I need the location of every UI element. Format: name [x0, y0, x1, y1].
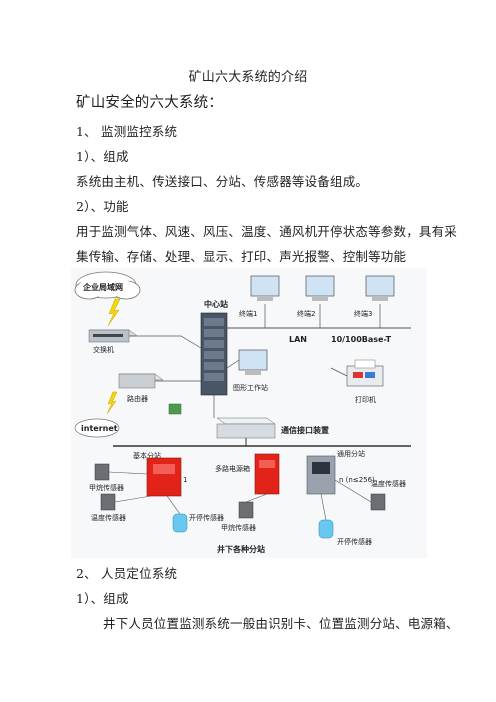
- sensor-label-3: 开停传感器: [189, 513, 224, 522]
- sensor-label-6: 温度传感器: [371, 479, 406, 488]
- router-icon: [118, 373, 164, 389]
- lan-cloud-icon: [74, 271, 141, 300]
- sensor-label-2: 温度传感器: [91, 513, 126, 522]
- server-rack-icon: [200, 312, 228, 396]
- bottom-caption: 井下各种分站: [217, 544, 265, 554]
- printer-label: 打印机: [355, 395, 376, 404]
- page-title: 矿山六大系统的介绍: [188, 70, 308, 85]
- temperature-sensor-icon-2: [370, 493, 386, 511]
- terminal-2-icon: [305, 275, 335, 301]
- center-station-label: 中心站: [204, 299, 228, 309]
- switch-sensor-icon: [172, 513, 188, 533]
- terminal-3-label: 终端3: [354, 309, 372, 318]
- internet-cloud-icon: [74, 418, 120, 438]
- paragraph-function-line2: 集传输、存储、处理、显示、打印、声光报警、控制等功能: [76, 249, 407, 264]
- printer-icon: [346, 359, 384, 387]
- comm-interface-icon: [216, 417, 276, 439]
- sensor-label-1: 甲烷传感器: [89, 483, 124, 492]
- terminal-3-icon: [365, 275, 395, 301]
- cloud-label: 企业局域网: [82, 282, 123, 292]
- comm-interface-label: 通信接口装置: [281, 425, 329, 435]
- paragraph-composition: 系统由主机、传送接口、分站、传感器等设备组成。: [76, 174, 369, 189]
- paragraph-personnel: 井下人员位置监测系统一般由识别卡、位置监测分站、电源箱、: [103, 616, 459, 631]
- terminal-2-label: 终端2: [297, 309, 315, 318]
- multi-power-box-icon: [254, 453, 280, 495]
- sensor-label-5: 开停传感器: [337, 537, 372, 546]
- methane-sensor-icon-2: [238, 501, 254, 519]
- temperature-sensor-icon: [100, 493, 116, 511]
- subheading-composition: 1）、组成: [76, 149, 129, 164]
- switch-icon: [88, 329, 138, 343]
- switch-label: 交换机: [93, 345, 114, 354]
- general-substation-label: 通用分站: [337, 449, 365, 458]
- lightning-icon-2: [106, 391, 118, 415]
- base-substation-label: 基本分站: [133, 451, 161, 460]
- lightning-icon: [107, 298, 121, 327]
- n-note-label: n (n≤256): [339, 476, 375, 484]
- subheading-composition-2: 1）、组成: [76, 591, 129, 606]
- terminal-1-label: 终端1: [239, 309, 257, 318]
- subheading-function: 2）、功能: [76, 199, 129, 214]
- base-substation-box-icon: [146, 457, 182, 497]
- graphic-workstation-label: 图形工作站: [233, 383, 268, 392]
- switch-sensor-icon-2: [318, 519, 334, 539]
- lan-label: LAN: [289, 335, 307, 344]
- monitoring-system-diagram: 企业局域网 交换机 中心站 终端1 终端2 终端3 LAN 10/100Base…: [71, 268, 427, 558]
- base-t-label: 10/100Base-T: [331, 335, 392, 344]
- index-one-label: 1: [183, 476, 187, 484]
- multi-power-label: 多路电源箱: [215, 464, 250, 473]
- sensor-label-4: 甲烷传感器: [221, 523, 256, 532]
- methane-sensor-icon: [94, 463, 110, 481]
- small-device-icon: [168, 403, 182, 415]
- paragraph-function-line1: 用于监测气体、风速、风压、温度、通风机开停状态等参数，具有采: [76, 224, 458, 239]
- internet-label: internet: [81, 424, 118, 433]
- section-1-title: 1、 监测监控系统: [76, 124, 178, 139]
- router-label: 路由器: [127, 394, 148, 403]
- general-substation-box-icon: [306, 455, 336, 495]
- section-2-title: 2、 人员定位系统: [76, 566, 178, 581]
- terminal-1-icon: [250, 275, 280, 301]
- section-heading: 矿山安全的六大系统：: [76, 95, 223, 111]
